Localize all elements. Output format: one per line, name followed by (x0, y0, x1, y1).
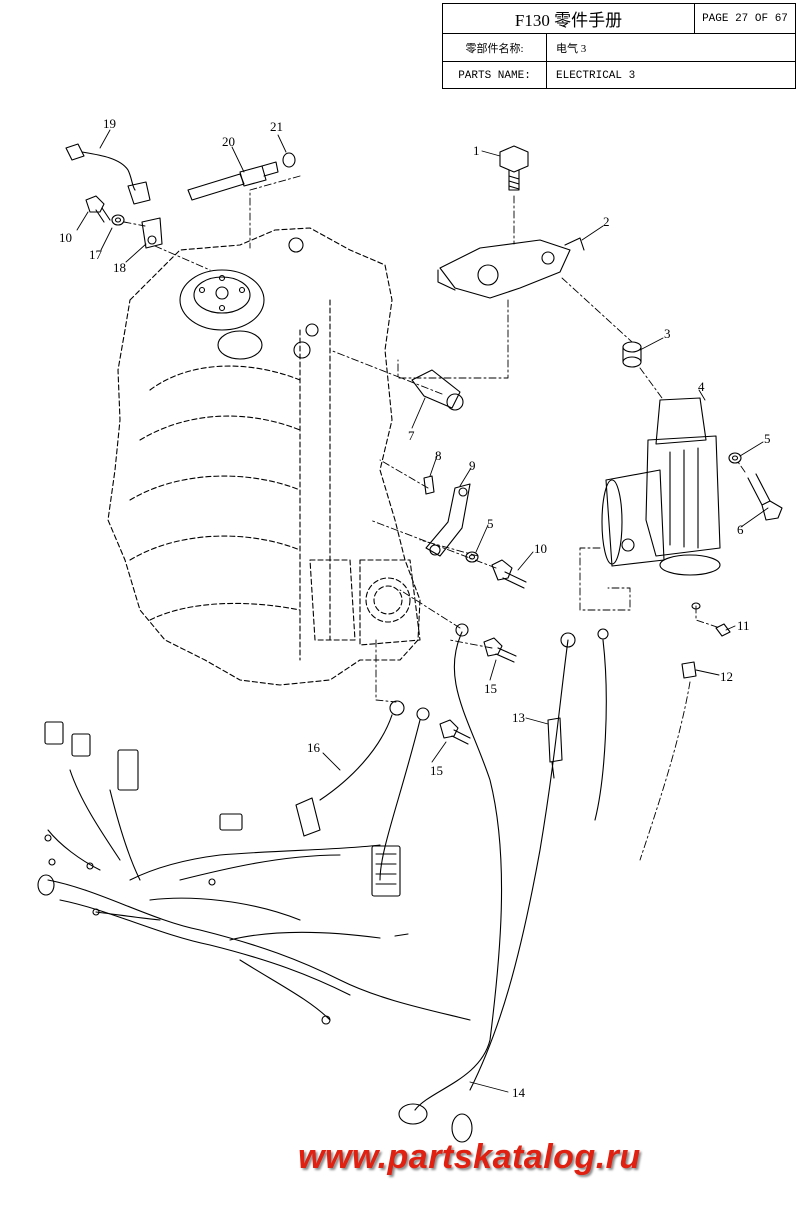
flywheel-magneto-drawing (179, 237, 319, 360)
callout-8: 8 (435, 448, 442, 463)
callout-13: 13 (512, 710, 525, 725)
callout-15: 15 (484, 681, 497, 696)
page-indicator: PAGE 27 OF 67 (702, 12, 788, 25)
title-block: F130 零件手册 PAGE 27 OF 67 零部件名称: 电气 3 PART… (442, 3, 796, 89)
starter-motor-part-4-drawing (601, 397, 721, 576)
callout-10b: 10 (59, 230, 72, 245)
watermark-text: www.partskatalog.ru (298, 1138, 641, 1176)
o-ring-part-21-drawing (282, 152, 296, 168)
callout-2: 2 (603, 214, 610, 229)
parts-name-cn-row: 零部件名称: 电气 3 (443, 34, 795, 62)
callout-10: 10 (534, 541, 547, 556)
callout-14: 14 (512, 1085, 526, 1100)
callout-15b: 15 (430, 763, 443, 778)
callout-17: 17 (89, 247, 103, 262)
parts-name-en-value: ELECTRICAL 3 (556, 69, 636, 82)
callout-4: 4 (698, 379, 705, 394)
sensor-part-7-drawing (411, 369, 464, 411)
parts-name-cn-label: 零部件名称: (443, 34, 547, 61)
callout-1: 1 (473, 143, 480, 158)
collar-part-3-drawing (622, 341, 642, 368)
callout-3: 3 (664, 326, 671, 341)
callout-7: 7 (408, 428, 415, 443)
lead-wire-part-19-drawing (65, 143, 151, 205)
lever-part-9-drawing (425, 483, 471, 557)
callout-9: 9 (469, 458, 476, 473)
connector-part-12-drawing (681, 661, 697, 679)
callout-12: 12 (720, 669, 733, 684)
callout-18: 18 (113, 260, 126, 275)
wire-harness-drawing (37, 721, 471, 1025)
callout-labels: 1 2 3 4 5 6 7 8 9 5 10 11 12 13 14 15 15… (59, 116, 771, 1100)
parts-name-cn-value: 电气 3 (556, 42, 587, 55)
title-row: F130 零件手册 PAGE 27 OF 67 (443, 4, 795, 34)
parts-name-en-label: PARTS NAME: (443, 62, 547, 89)
callout-5b: 5 (487, 516, 494, 531)
parts-name-en-row: PARTS NAME: ELECTRICAL 3 (443, 62, 795, 89)
manual-title: F130 零件手册 (443, 4, 695, 33)
callout-21: 21 (270, 119, 283, 134)
washer-part-17-drawing (111, 214, 125, 226)
bolt-part-6-drawing (747, 473, 783, 521)
callout-19: 19 (103, 116, 116, 131)
screw-part-11-drawing (691, 602, 731, 637)
bracket-part-2-drawing (437, 237, 585, 299)
bolt-part-1-drawing (499, 145, 529, 191)
ground-cable-part-16-drawing (295, 700, 430, 881)
battery-cable-part-14-drawing (398, 623, 609, 1143)
callout-20: 20 (222, 134, 235, 149)
callout-11: 11 (737, 618, 750, 633)
bolt-part-10-drawing (85, 195, 527, 589)
callout-5: 5 (764, 431, 771, 446)
callout-16: 16 (307, 740, 321, 755)
sensor-part-18-drawing (141, 217, 163, 249)
assembly-reference-lines (123, 175, 746, 861)
temperature-sensor-part-20-drawing (187, 161, 279, 201)
callout-leaders (76, 129, 769, 1093)
callout-6: 6 (737, 522, 744, 537)
pin-part-8-drawing (423, 475, 435, 495)
engine-block-drawing (107, 227, 421, 686)
bolt-part-15-drawing (439, 637, 517, 745)
